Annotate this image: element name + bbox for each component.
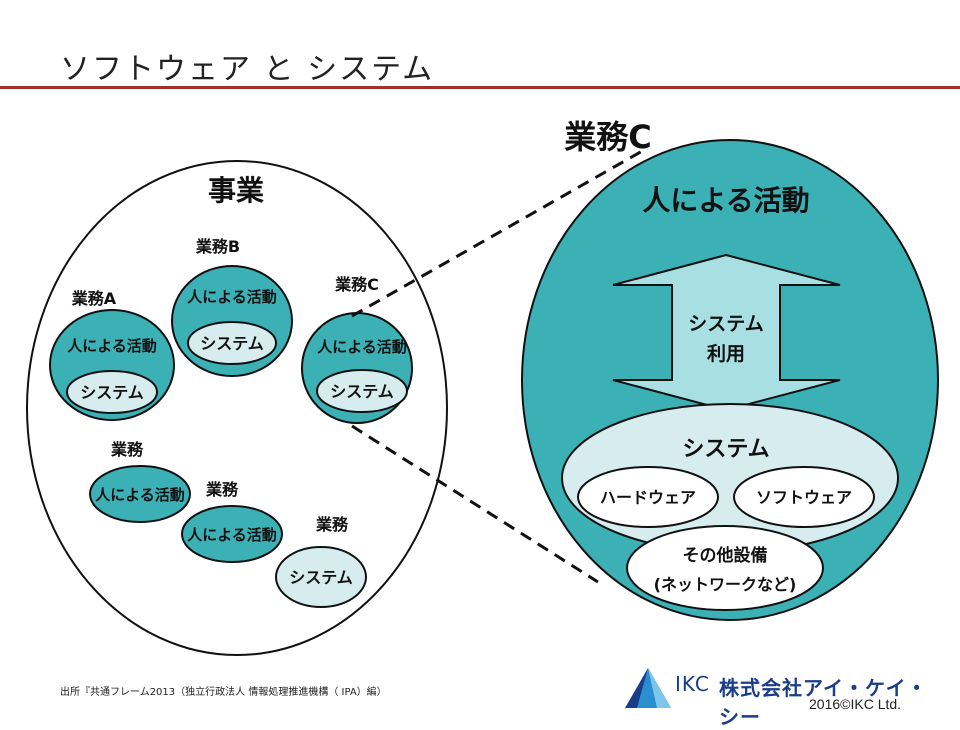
- slide-title: ソフトウェア と システム: [60, 52, 435, 87]
- other-equipment-label: その他設備: [683, 545, 768, 566]
- hardware-label: ハードウェア: [600, 488, 696, 507]
- task-f-label: 業務: [315, 515, 349, 534]
- task-a-label: 業務A: [71, 289, 117, 308]
- zoom-activity-label: 人による活動: [642, 184, 809, 217]
- task-e-label: 業務: [205, 480, 239, 499]
- task-a-system: システム: [80, 383, 144, 402]
- task-b-activity: 人による活動: [187, 288, 277, 306]
- title-divider: [0, 86, 960, 89]
- task-e-activity: 人による活動: [187, 526, 277, 544]
- other-equipment-ellipse: [626, 525, 824, 611]
- zoom-line-bottom: [351, 424, 599, 584]
- task-a-activity: 人による活動: [67, 337, 157, 355]
- task-d-activity: 人による活動: [95, 486, 185, 504]
- task-b-label: 業務B: [195, 237, 240, 256]
- task-c-label: 業務C: [334, 275, 379, 294]
- task-e-ellipse: [181, 505, 283, 563]
- software-ellipse: [733, 466, 875, 528]
- task-b-system-ellipse: [187, 321, 277, 365]
- task-a-system-ellipse: [66, 370, 158, 414]
- task-d-ellipse: [89, 465, 191, 523]
- business-label: 事業: [208, 174, 264, 207]
- business-ellipse: [26, 160, 448, 656]
- triangle-logo-icon: [625, 668, 671, 708]
- zoom-task-label: 業務C: [564, 118, 652, 156]
- software-label: ソフトウェア: [756, 488, 852, 507]
- other-equipment-note: (ネットワークなど): [654, 575, 797, 594]
- task-f-ellipse: [275, 546, 367, 608]
- task-f-system: システム: [289, 568, 353, 587]
- usage-arrow-line2: 利用: [707, 343, 745, 365]
- task-c-system: システム: [330, 382, 394, 401]
- logo-text: IKC: [675, 672, 710, 696]
- task-b-system: システム: [200, 334, 264, 353]
- system-label: システム: [682, 437, 769, 462]
- usage-arrow-line1: システム: [688, 313, 763, 335]
- task-c-system-ellipse: [316, 369, 408, 413]
- company-logo: IKC 株式会社アイ・ケイ・シー 2016©IKC Ltd.: [623, 664, 943, 729]
- task-d-label: 業務: [110, 440, 144, 459]
- zoom-line-top: [351, 148, 645, 318]
- copyright: 2016©IKC Ltd.: [809, 696, 902, 712]
- task-c-activity: 人による活動: [317, 338, 407, 356]
- source-citation: 出所『共通フレーム2013（独立行政法人 情報処理推進機構（ IPA）編）: [60, 687, 387, 698]
- hardware-ellipse: [577, 466, 719, 528]
